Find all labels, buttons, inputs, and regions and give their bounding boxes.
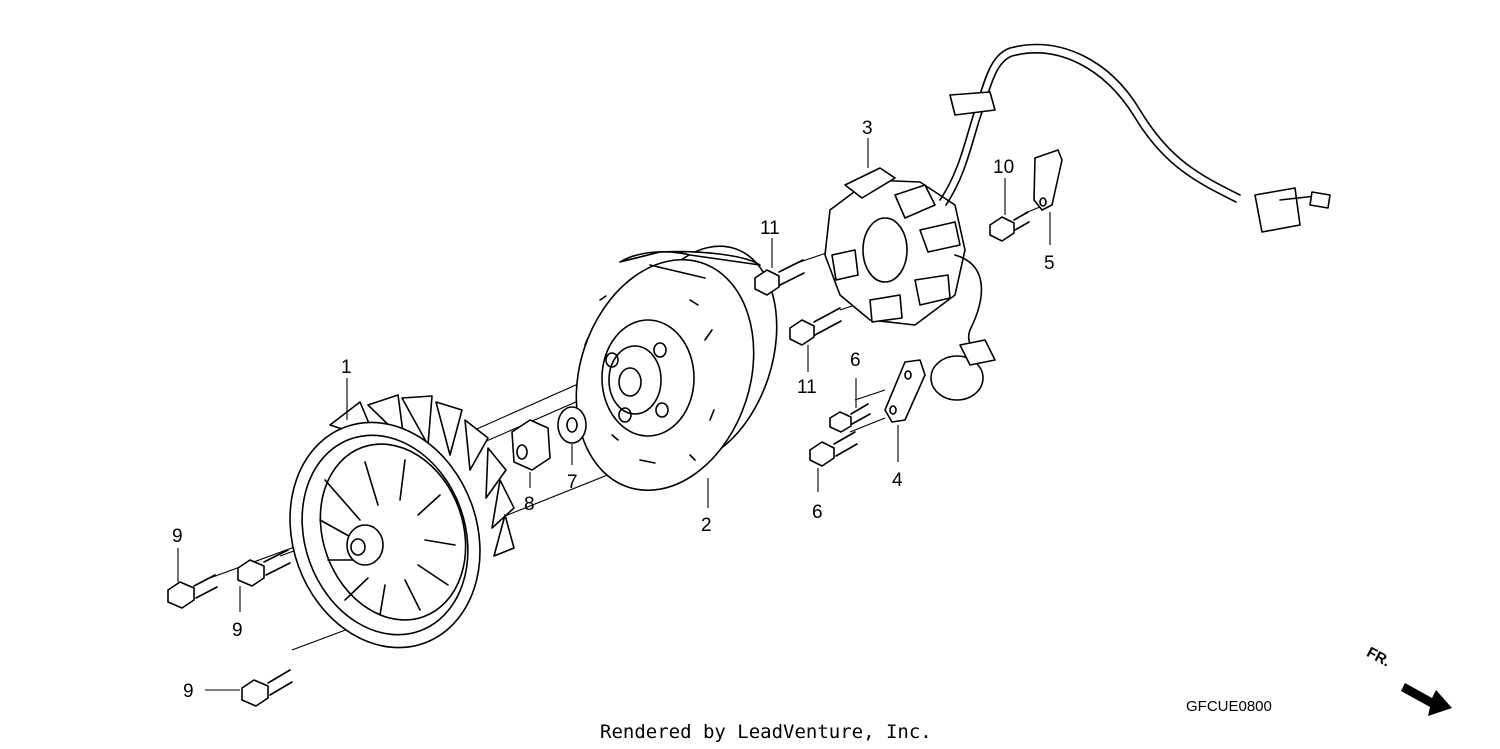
- callout-8: 8: [524, 494, 535, 515]
- callout-9-left: 9: [172, 526, 183, 547]
- screw-part-11b: [789, 307, 842, 346]
- callout-9-bottom: 9: [183, 681, 194, 702]
- flywheel-part: [575, 245, 778, 492]
- washer-part: [557, 406, 587, 444]
- screw-part-11a: [754, 259, 805, 296]
- callout-11-upper: 11: [760, 218, 780, 239]
- callout-10: 10: [993, 157, 1014, 178]
- callout-7: 7: [567, 472, 578, 493]
- callout-6-upper: 6: [850, 350, 861, 371]
- callout-leader-lines: [177, 138, 1051, 691]
- stator-part: [824, 167, 966, 326]
- wire-harness: [939, 43, 1331, 353]
- front-direction-indicator: FR.: [1364, 644, 1452, 716]
- nut-part: [511, 419, 551, 471]
- bolt-part-9b: [237, 549, 291, 587]
- callout-9-middle: 9: [232, 620, 243, 641]
- callout-4: 4: [892, 470, 903, 491]
- cooling-fan-part: [289, 394, 515, 649]
- front-label: FR.: [1364, 644, 1393, 670]
- callout-5: 5: [1044, 253, 1055, 274]
- render-credit: Rendered by LeadVenture, Inc.: [600, 721, 932, 743]
- bolt-part-9a: [167, 574, 218, 609]
- callout-11-lower: 11: [797, 377, 817, 398]
- clamp-part-4: [884, 359, 926, 423]
- callout-2: 2: [701, 515, 712, 536]
- screw-part-10: [989, 211, 1030, 242]
- callout-6-lower: 6: [812, 502, 823, 523]
- callout-1: 1: [341, 357, 352, 378]
- bolt-part-9c: [241, 669, 293, 707]
- screw-part-6b: [809, 431, 858, 467]
- front-arrow-icon: [1401, 683, 1452, 716]
- callout-3: 3: [862, 118, 873, 139]
- clamp-part-5: [1033, 149, 1063, 211]
- callout-labels: 1 2 3 4 5 6 6 7 8 9 9 9 10 11 11: [172, 118, 1055, 702]
- pulser-coil: [930, 339, 996, 401]
- diagram-code: GFCUE0800: [1186, 698, 1272, 715]
- screw-part-6a: [829, 403, 871, 433]
